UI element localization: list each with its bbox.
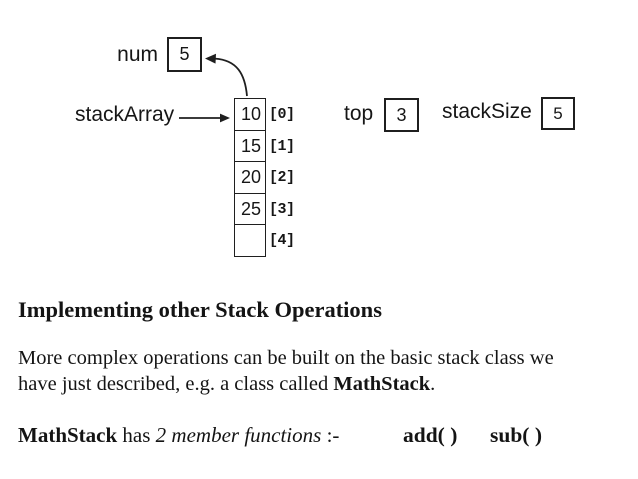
stacksize-label: stackSize <box>442 100 532 123</box>
cell-index: [4] <box>269 232 295 249</box>
paragraph-2: MathStack has 2 member functions :- add(… <box>18 423 542 448</box>
paragraph-1-line-2-suffix: . <box>430 372 436 395</box>
array-cell: 15 <box>234 129 266 163</box>
paragraph-2-mid: has <box>117 423 156 447</box>
cell-index: [1] <box>269 137 295 155</box>
array-cell: 20 <box>234 161 266 194</box>
array-cell: 10 <box>234 98 266 131</box>
cell-index: [3] <box>269 200 295 218</box>
paragraph-1-line-2-prefix: have just described, e.g. a class called <box>18 372 334 395</box>
num-label: num <box>117 43 158 66</box>
cell-index: [0] <box>269 106 295 123</box>
array-cell: 25 <box>234 192 266 226</box>
cell-value: 10 <box>240 104 261 124</box>
stack-array: 10 [0] 15 [1] 20 [2] 25 [3] [4] <box>234 98 295 257</box>
slide-heading: Implementing other Stack Operations <box>18 297 382 322</box>
array-row: 15 [1] <box>234 129 295 163</box>
top-box: 3 <box>384 98 419 132</box>
top-label: top <box>344 102 374 125</box>
top-value: 3 <box>396 104 407 125</box>
member-functions-italic: 2 member functions <box>155 423 322 447</box>
cell-value: 25 <box>240 198 261 219</box>
paragraph-1-line-1: More complex operations can be built on … <box>18 347 554 369</box>
stacksize-box: 5 <box>541 97 575 130</box>
mathstack-bold: MathStack <box>18 423 118 447</box>
paragraph-1: More complex operations can be built on … <box>18 346 554 397</box>
sub-function-label: sub( ) <box>490 423 542 447</box>
add-function-label: add( ) <box>403 423 458 447</box>
array-row: 20 [2] <box>234 161 295 194</box>
paragraph-2-tail: :- <box>321 423 340 447</box>
paragraph-1-line-2: have just described, e.g. a class called… <box>18 372 554 398</box>
array-row: 10 [0] <box>234 98 295 131</box>
cell-value: 15 <box>240 135 261 156</box>
array-row: [4] <box>234 224 295 257</box>
stackarray-label: stackArray <box>75 103 175 126</box>
curved-pointer-arrow <box>205 53 248 97</box>
num-value: 5 <box>179 44 190 64</box>
cell-value: 20 <box>240 167 261 187</box>
num-box: 5 <box>167 37 202 72</box>
stacksize-value: 5 <box>553 103 563 123</box>
cell-index: [2] <box>269 169 295 186</box>
array-cell <box>234 224 266 257</box>
array-row: 25 [3] <box>234 192 295 226</box>
mathstack-bold: MathStack <box>333 372 431 395</box>
stackarray-arrow <box>179 113 230 123</box>
